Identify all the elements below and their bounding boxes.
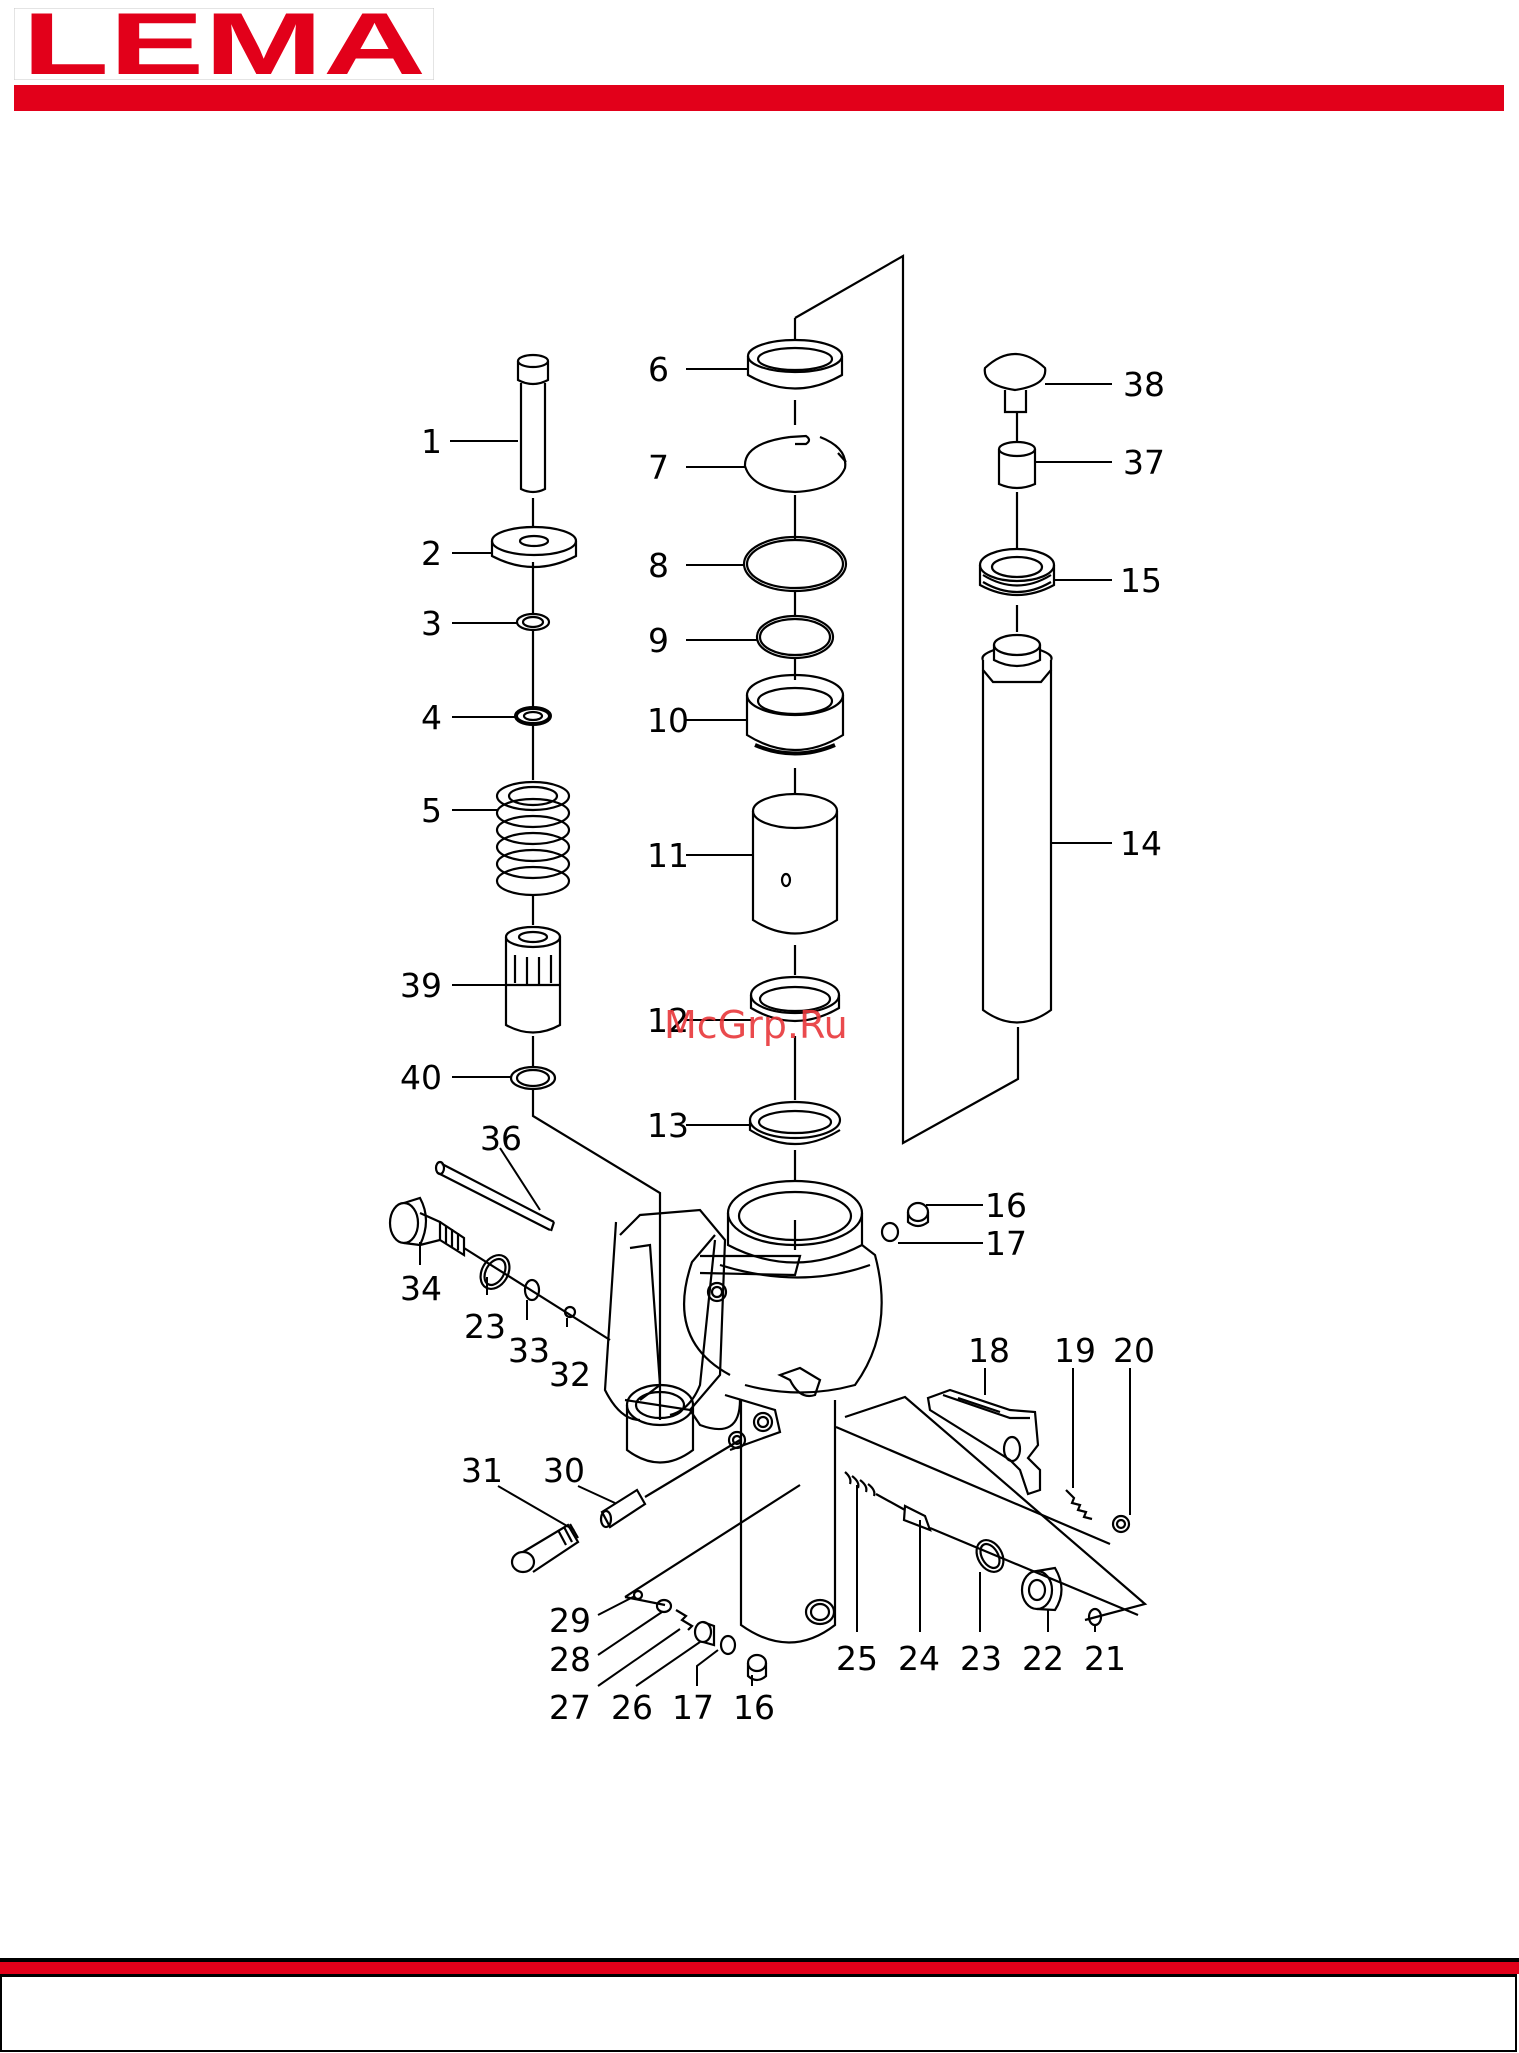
part-11-ram-sleeve [753,794,837,934]
part-28-seat [657,1600,671,1612]
label-13: 13 [647,1106,689,1145]
label-24: 24 [898,1639,940,1678]
part-16-plug-bottom [748,1655,766,1680]
label-17-bottom: 17 [672,1688,714,1727]
label-34: 34 [400,1269,442,1308]
label-17-top: 17 [985,1224,1027,1263]
label-4: 4 [421,698,442,737]
label-32: 32 [549,1355,591,1394]
label-10: 10 [647,701,689,740]
label-7: 7 [648,448,669,487]
part-2-washer [492,527,576,567]
part-17-washer-bottom [721,1636,735,1654]
part-26-screw [695,1622,714,1645]
part-15-nut [980,549,1054,595]
label-23-right: 23 [960,1639,1002,1678]
label-2: 2 [421,534,442,573]
label-6: 6 [648,350,669,389]
label-3: 3 [421,604,442,643]
label-38: 38 [1123,365,1165,404]
footer-box [0,1974,1517,2052]
part-20-nut [1113,1516,1129,1532]
part-14-ram [982,635,1051,1023]
label-37: 37 [1123,443,1165,482]
label-16-bottom: 16 [733,1688,775,1727]
part-29-ball [634,1591,642,1599]
part-27-spring [676,1610,692,1630]
part-7-circlip [745,436,846,492]
label-29: 29 [549,1601,591,1640]
part-25-spring [845,1472,874,1496]
part-23-oring-left [475,1250,516,1294]
part-39-pump-cylinder [506,927,560,1033]
label-39: 39 [400,966,442,1005]
label-18: 18 [968,1331,1010,1370]
footer-red-band [0,1958,1519,1974]
part-36-rod [436,1162,554,1231]
part-6-top-seal [748,340,842,389]
part-38-saddle [985,354,1046,412]
label-40: 40 [400,1058,442,1097]
label-14: 14 [1120,824,1162,863]
label-5: 5 [421,791,442,830]
part-9-oring [757,616,833,658]
part-23-oring-right [971,1535,1009,1576]
label-22: 22 [1022,1639,1064,1678]
part-5-spring [497,782,569,895]
label-15: 15 [1120,561,1162,600]
part-16-plug-top [908,1203,928,1226]
label-25: 25 [836,1639,878,1678]
watermark-text: McGrp.Ru [664,1003,848,1047]
label-28: 28 [549,1640,591,1679]
part-31-bolt [512,1524,578,1572]
label-9: 9 [648,621,669,660]
part-13-seal [750,1102,840,1144]
pump-body [605,1181,882,1643]
label-27: 27 [549,1688,591,1727]
part-34-release-valve [390,1198,464,1255]
label-1: 1 [421,422,442,461]
part-8-oring [744,537,846,591]
label-33: 33 [508,1331,550,1370]
part-17-washer-top [882,1223,898,1241]
label-26: 26 [611,1688,653,1727]
label-21: 21 [1084,1639,1126,1678]
part-3-seal [517,614,549,630]
label-19: 19 [1054,1331,1096,1370]
part-4-seal [516,708,550,724]
part-37-bushing [999,442,1035,488]
part-19-spring [1066,1490,1092,1519]
part-30-pin [601,1490,645,1527]
label-11: 11 [647,836,689,875]
label-30: 30 [543,1451,585,1490]
label-31: 31 [461,1451,503,1490]
part-18-handle-socket [928,1390,1040,1494]
label-16-top: 16 [985,1186,1027,1225]
part-1-plunger [518,355,548,492]
label-8: 8 [648,546,669,585]
label-36: 36 [480,1119,522,1158]
label-20: 20 [1113,1331,1155,1370]
part-10-guide [747,675,843,754]
part-24-needle [876,1494,930,1530]
label-23-left: 23 [464,1307,506,1346]
part-40-oring [511,1067,555,1089]
